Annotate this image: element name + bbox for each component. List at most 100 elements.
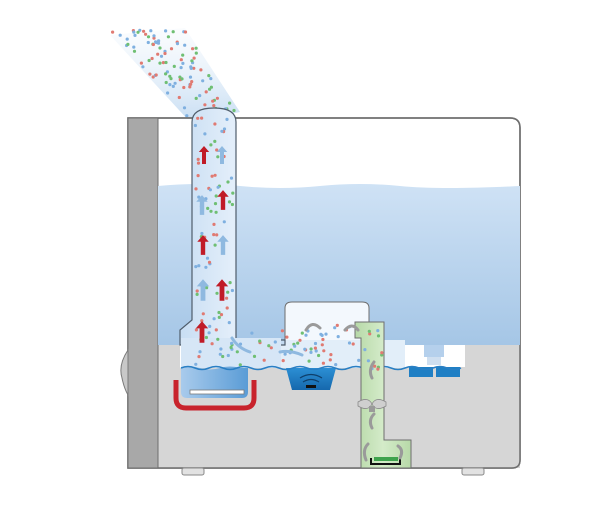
particle bbox=[207, 260, 212, 264]
particle bbox=[217, 310, 221, 315]
particle bbox=[157, 39, 161, 43]
particle bbox=[200, 231, 204, 236]
particle bbox=[212, 233, 216, 237]
particle bbox=[194, 328, 198, 332]
particle bbox=[333, 326, 337, 330]
air-intake-duct bbox=[354, 321, 412, 469]
particle bbox=[357, 358, 361, 362]
particle bbox=[154, 40, 158, 44]
particle bbox=[196, 157, 200, 161]
particle bbox=[225, 296, 229, 300]
particle bbox=[298, 338, 302, 342]
particle bbox=[363, 348, 367, 352]
particle bbox=[168, 74, 172, 78]
tank-valve bbox=[405, 345, 465, 377]
particle bbox=[158, 61, 162, 65]
particle bbox=[373, 364, 377, 368]
particle bbox=[335, 323, 339, 327]
hot-air-arrow-icon bbox=[217, 190, 229, 210]
particle bbox=[201, 312, 205, 316]
particle bbox=[215, 96, 219, 100]
particle bbox=[196, 116, 200, 120]
particle bbox=[182, 106, 187, 110]
particle bbox=[194, 265, 198, 269]
particle bbox=[226, 290, 230, 294]
particle bbox=[215, 148, 219, 152]
particle bbox=[328, 358, 332, 362]
particle bbox=[180, 77, 184, 81]
particle bbox=[321, 361, 325, 365]
particle bbox=[368, 332, 372, 336]
mist-plume bbox=[110, 28, 240, 122]
flow-arrow-icon bbox=[278, 349, 304, 357]
particle bbox=[194, 46, 198, 50]
particle bbox=[192, 66, 196, 70]
particle bbox=[309, 350, 313, 354]
particle bbox=[152, 34, 156, 38]
particle bbox=[220, 129, 224, 133]
particle bbox=[226, 353, 230, 358]
particle bbox=[293, 344, 297, 348]
particle bbox=[191, 47, 195, 51]
particle bbox=[194, 362, 198, 366]
particle bbox=[133, 33, 137, 38]
particle bbox=[216, 155, 220, 159]
particle bbox=[222, 127, 227, 131]
particle bbox=[229, 345, 233, 350]
particle bbox=[222, 220, 226, 224]
flow-arrow-icon bbox=[343, 324, 360, 332]
flow-arrow-icon bbox=[368, 360, 376, 380]
particle bbox=[317, 353, 321, 358]
foot-left bbox=[181, 467, 205, 476]
particle bbox=[150, 56, 154, 61]
mist-plume-particles bbox=[111, 28, 236, 121]
particle bbox=[215, 233, 219, 237]
particle bbox=[376, 329, 380, 333]
particle bbox=[169, 47, 174, 51]
particle bbox=[210, 174, 214, 178]
particle bbox=[228, 281, 232, 285]
particle bbox=[142, 29, 146, 33]
particle bbox=[198, 350, 202, 354]
particle bbox=[189, 82, 193, 86]
particle bbox=[230, 341, 234, 345]
particle bbox=[204, 265, 208, 269]
particle bbox=[181, 61, 185, 65]
particle bbox=[179, 58, 183, 62]
particle bbox=[197, 264, 201, 268]
particle bbox=[168, 83, 172, 87]
particle bbox=[195, 292, 199, 296]
particle bbox=[201, 79, 205, 83]
particle bbox=[219, 347, 223, 351]
particle bbox=[347, 341, 352, 345]
particle bbox=[376, 367, 380, 371]
particle bbox=[175, 42, 180, 46]
particle bbox=[227, 200, 232, 204]
particle bbox=[159, 54, 164, 58]
particle bbox=[183, 43, 187, 47]
particle bbox=[212, 317, 216, 321]
particle bbox=[213, 173, 217, 177]
particle bbox=[376, 334, 381, 338]
particle bbox=[193, 123, 197, 128]
particle bbox=[185, 114, 189, 118]
particle bbox=[322, 349, 326, 353]
foot-right bbox=[461, 467, 485, 476]
particle bbox=[367, 329, 371, 333]
particle bbox=[219, 313, 224, 317]
particle bbox=[351, 342, 355, 346]
particle bbox=[314, 349, 318, 353]
ultrasonic-transducer bbox=[286, 368, 336, 390]
particle bbox=[329, 353, 333, 357]
particle bbox=[190, 80, 194, 84]
particle bbox=[208, 188, 212, 192]
particle bbox=[166, 91, 170, 95]
particle bbox=[262, 358, 266, 362]
particle bbox=[149, 29, 153, 33]
particle bbox=[182, 85, 186, 90]
particle bbox=[194, 96, 198, 100]
particle bbox=[194, 187, 198, 191]
heating-element bbox=[189, 389, 245, 395]
particle bbox=[214, 210, 218, 214]
